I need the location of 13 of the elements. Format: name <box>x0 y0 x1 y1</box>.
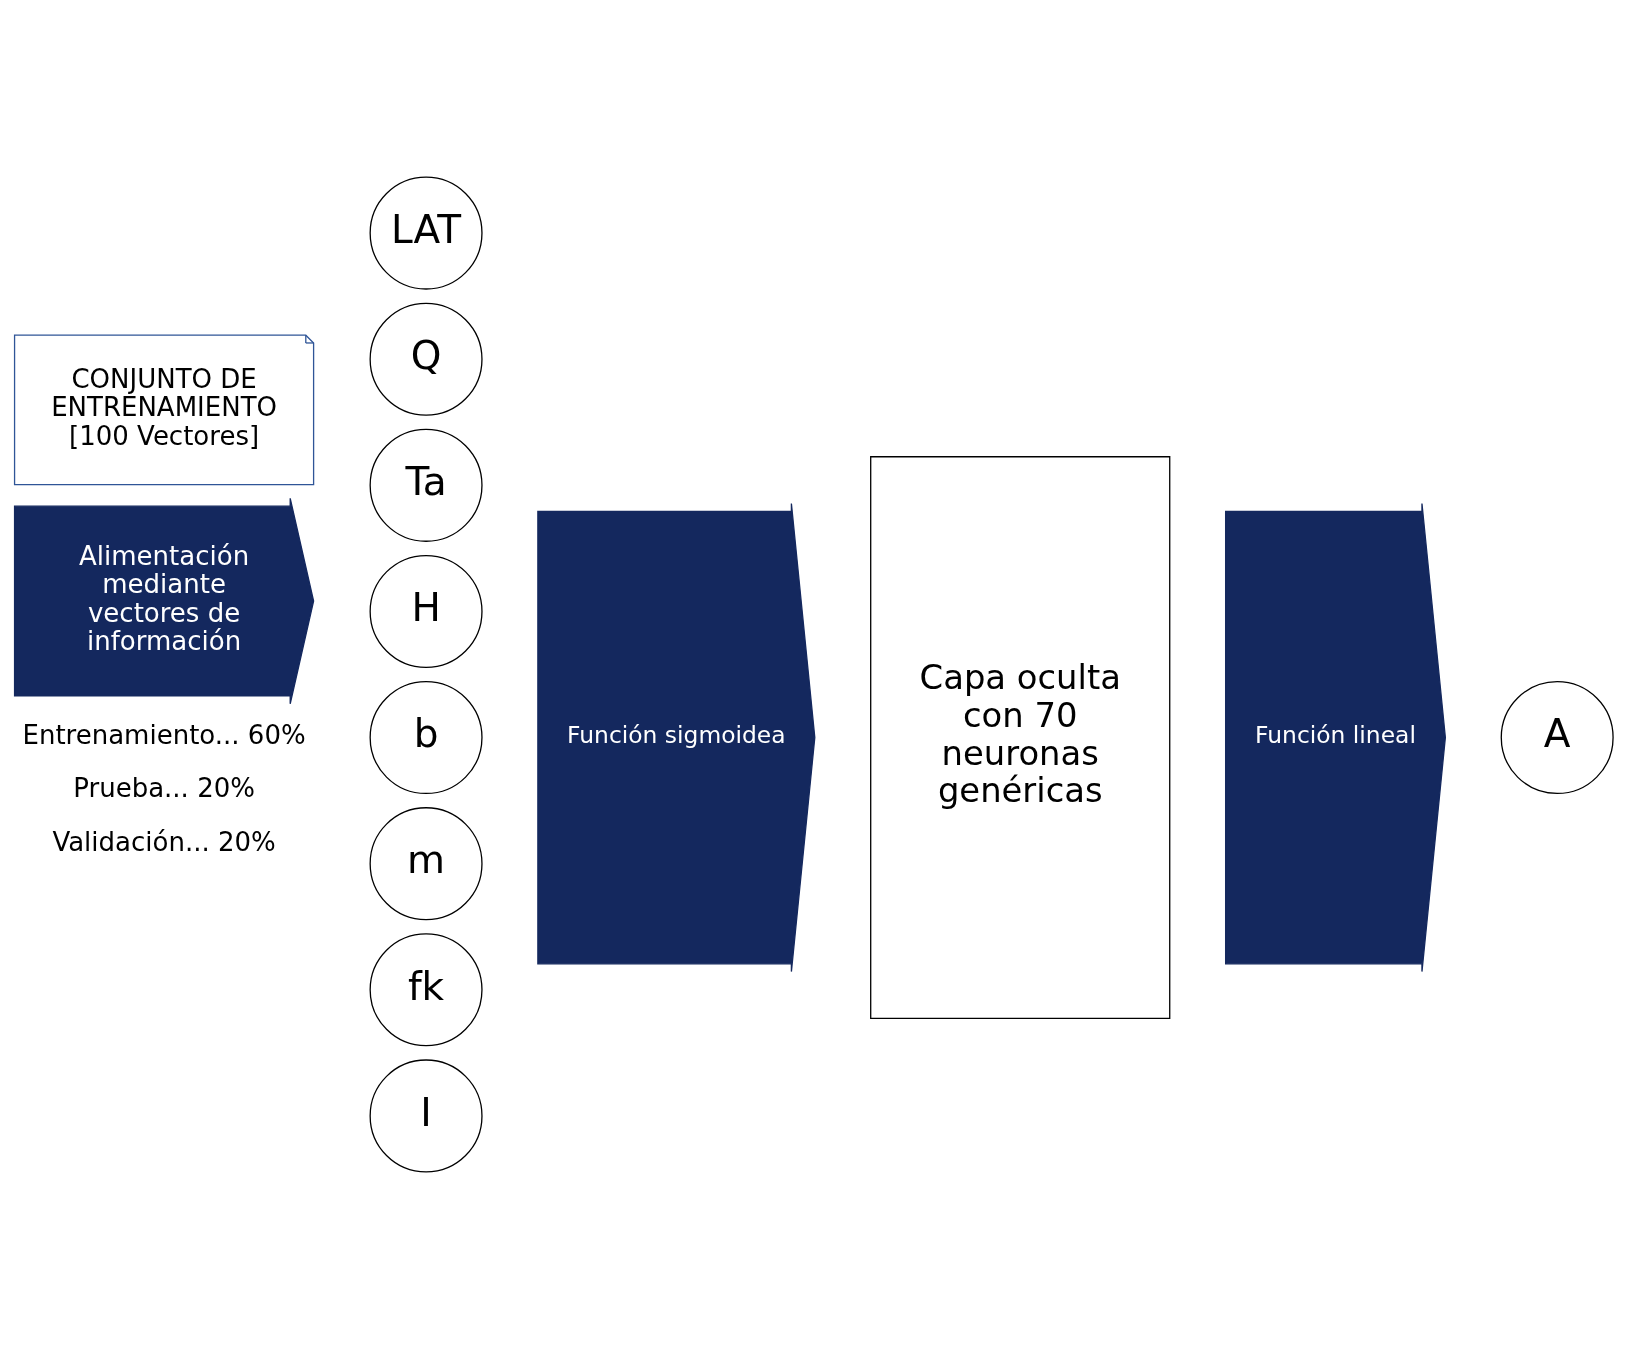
node-circle: Q <box>369 302 483 416</box>
label: Validación... 20% <box>52 826 276 857</box>
label: Entrenamiento... 60% <box>22 719 306 750</box>
node-circle: Ta <box>369 428 483 542</box>
node-circle: I <box>369 1058 483 1172</box>
node-circle: LAT <box>369 176 483 290</box>
node-circle: fk <box>369 932 483 1046</box>
node-circle: H <box>369 554 483 668</box>
node-circle: b <box>369 680 483 794</box>
label: Prueba... 20% <box>73 772 255 803</box>
node-box: Capa oculta con 70 neuronas genéricas <box>870 455 1171 1019</box>
node-circle: A <box>1500 680 1614 794</box>
node-circle: m <box>369 806 483 920</box>
